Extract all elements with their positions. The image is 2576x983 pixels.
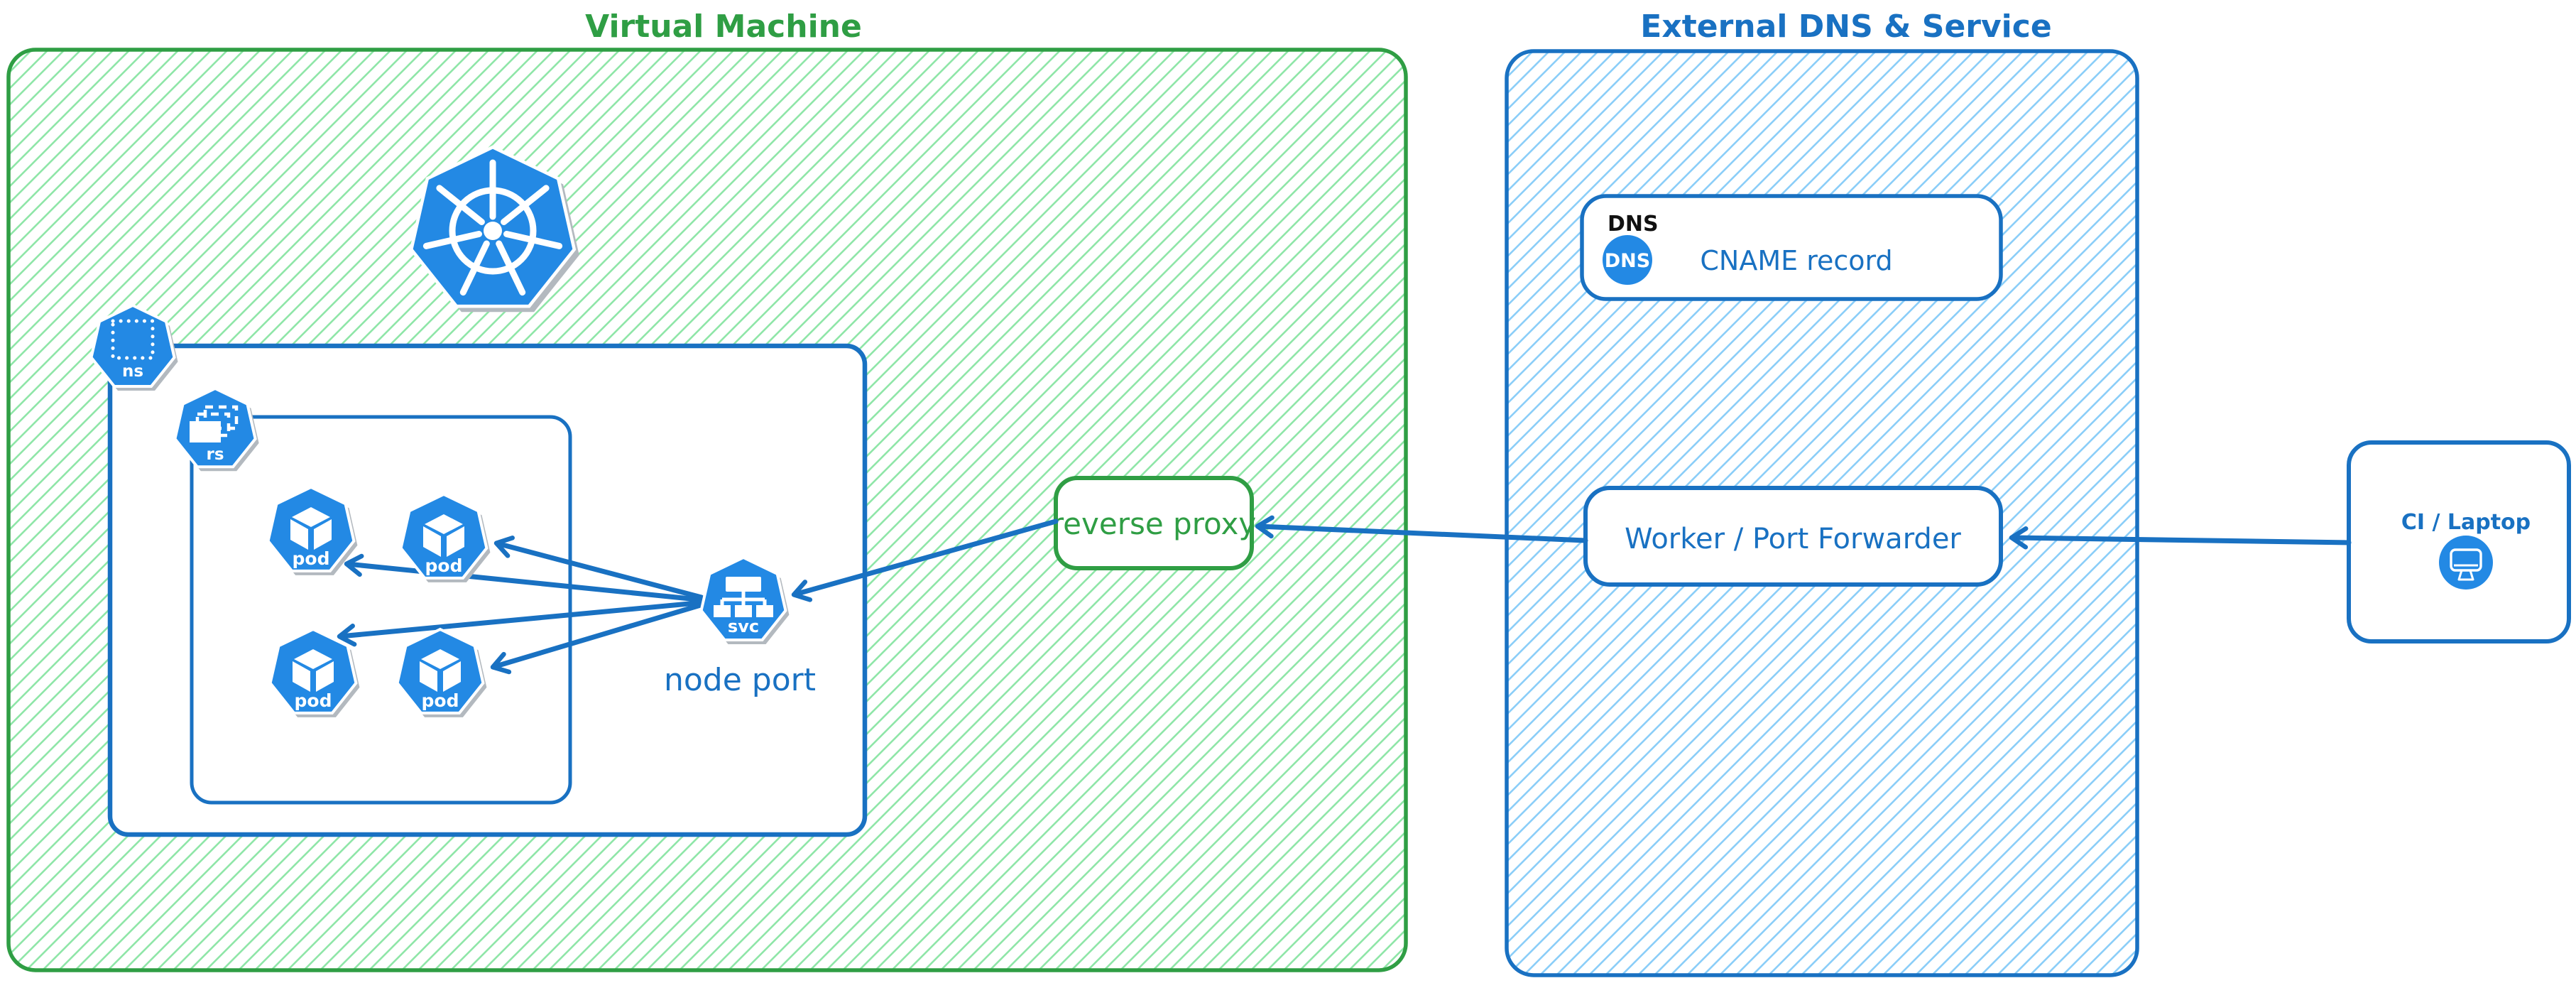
arrow-worker-to-reverse-proxy [1255,515,1588,543]
pod-icon: pod [266,485,358,575]
pod-icon: pod [268,627,360,717]
pod-icon-label: pod [293,548,330,569]
replicaset-icon-label: rs [206,445,224,464]
pod-icon: pod [399,492,491,582]
arrow-service-to-pod-4 [490,602,706,675]
namespace-icon: ns [89,303,178,391]
external-dns-title: External DNS & Service [1640,9,2051,45]
kubernetes-logo-icon [409,145,579,313]
cname-record-label: CNAME record [1700,245,1892,276]
reverse-proxy-box: reverse proxy [1052,476,1256,570]
ci-laptop-label: CI / Laptop [2401,510,2531,535]
pod-icon: pod [395,627,487,717]
replicaset-icon: rs [173,386,259,472]
kubernetes-wheel [422,159,563,296]
service-icon-label: svc [728,617,759,636]
cube-icon [290,507,332,550]
service-tree-icon [714,577,773,617]
service-icon: svc [699,555,790,644]
dns-record-box: DNS DNS CNAME record [1580,194,2003,301]
reverse-proxy-label: reverse proxy [1052,506,1256,541]
worker-port-forwarder-label: Worker / Port Forwarder [1625,523,1961,555]
dns-box-title: DNS [1608,212,1659,237]
external-dns-section: External DNS & Service DNS DNS CNAME rec… [1505,9,2139,977]
arrow-ci-to-worker [2009,526,2352,550]
namespace-icon-label: ns [122,362,143,381]
pod-icon-label: pod [425,555,463,576]
replicaset-box [190,415,572,805]
virtual-machine-section: Virtual Machine reverse proxy node port [6,9,1408,972]
virtual-machine-title: Virtual Machine [585,9,862,45]
node-port-label: node port [664,662,816,698]
pod-icons: pod pod pod [266,485,491,717]
ci-laptop-box: CI / Laptop [2347,440,2571,643]
arrow-service-to-pod-3 [337,599,707,647]
arrow-reverse-proxy-to-node-port [791,518,1059,602]
dns-icon: DNS [1603,235,1652,285]
arrow-service-to-pod-2 [493,536,704,600]
worker-port-forwarder-box: Worker / Port Forwarder [1583,486,2003,587]
cube-icon [423,514,464,557]
monitor-icon [2439,536,2493,590]
connection-arrows [337,515,2352,675]
arrow-service-to-pod-1 [344,553,707,603]
cube-icon [293,649,334,692]
cube-icon [420,649,461,692]
pod-icon-label: pod [422,690,459,711]
dns-icon-label: DNS [1605,250,1650,272]
pod-icon-label: pod [295,690,332,711]
